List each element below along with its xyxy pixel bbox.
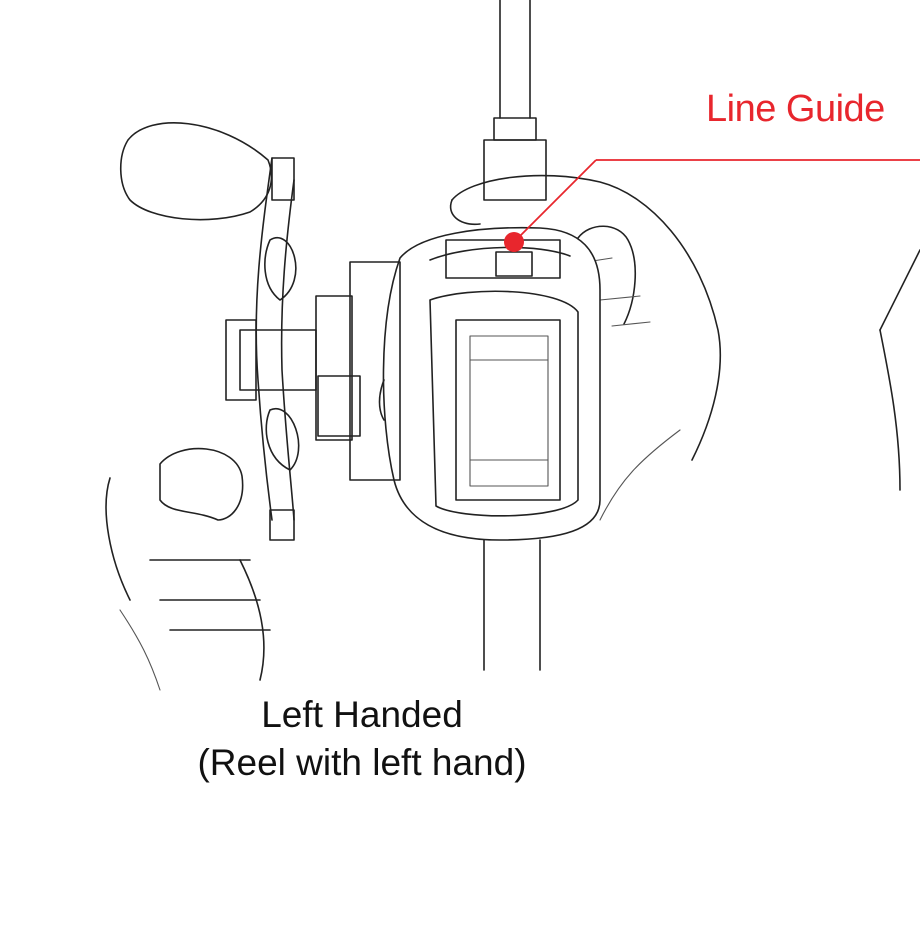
- callout-leader-line: [513, 159, 597, 243]
- reel-handle: [119, 122, 317, 541]
- line-guide-marker-dot: [504, 232, 524, 252]
- rod: [483, 0, 547, 671]
- line-guide-label: Line Guide: [706, 88, 885, 130]
- caption-subtitle: (Reel with left hand): [197, 742, 527, 783]
- reel-body: [315, 226, 601, 541]
- line-guide-callout: [504, 159, 920, 252]
- left-hand: [105, 447, 271, 691]
- caption-title: Left Handed: [261, 694, 463, 735]
